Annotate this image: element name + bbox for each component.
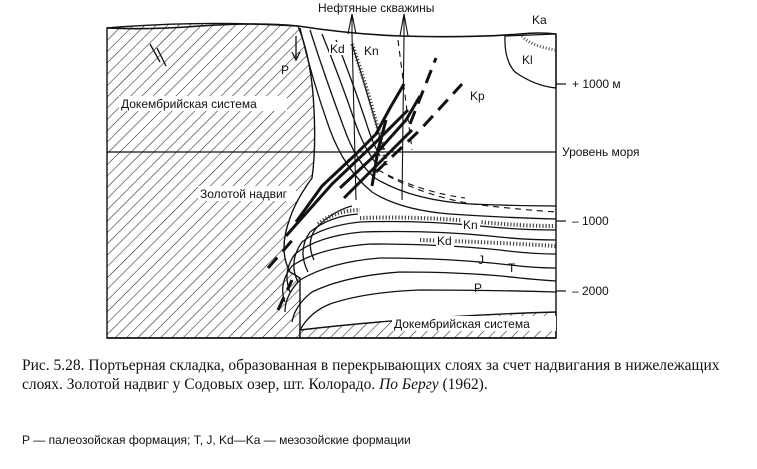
label-p-top: P [281, 63, 289, 77]
caption-main: Рис. 5.28. Портьерная складка, образован… [22, 357, 720, 393]
caption-year: (1962). [442, 376, 488, 393]
oil-wells-label: Нефтяные скважины [318, 1, 434, 15]
label-kn-bottom: Kn [463, 218, 478, 232]
label-golden-thrust: Золотой надвиг [200, 187, 288, 201]
scale-minus-2000: – 2000 [572, 284, 609, 298]
dashed-faults [266, 57, 464, 311]
scale-sea-level: Уровень моря [562, 145, 640, 159]
caption-author: По Бергу [379, 376, 439, 393]
label-kd-bottom: Kd [437, 234, 452, 248]
thin-dashed-lines [377, 39, 557, 213]
label-kn-top: Kn [364, 44, 379, 58]
oil-wells [347, 13, 409, 201]
label-t: T [508, 261, 516, 275]
label-precambrian-bottom: Докембрийская система [394, 317, 530, 331]
sandstone-bands [316, 43, 557, 248]
thrust-faults [284, 83, 422, 237]
label-ka: Ka [532, 13, 547, 27]
label-j: J [478, 253, 484, 267]
scale-plus-1000: + 1000 м [572, 77, 621, 91]
fold-strata [282, 27, 557, 331]
label-kl: Kl [522, 53, 533, 67]
label-precambrian-top: Докембрийская система [121, 97, 257, 111]
elevation-scale [556, 83, 566, 292]
geologic-cross-section: Нефтяные скважины Ka Kl Kp Kd Kn P Докем… [106, 1, 640, 339]
kl-dotted-band [520, 34, 557, 52]
scale-minus-1000: – 1000 [572, 214, 609, 228]
figure-caption: Рис. 5.28. Портьерная складка, образован… [22, 356, 742, 394]
label-p-bottom: P [474, 281, 482, 295]
label-kd-top: Kd [330, 42, 345, 56]
kl-wedge [504, 33, 557, 89]
ground-surface [106, 23, 557, 38]
label-kp: Kp [470, 89, 485, 103]
fault-arrows [149, 36, 301, 67]
figure-legend: Р — палеозойская формация; Т, J, Kd—Ka —… [22, 433, 411, 447]
